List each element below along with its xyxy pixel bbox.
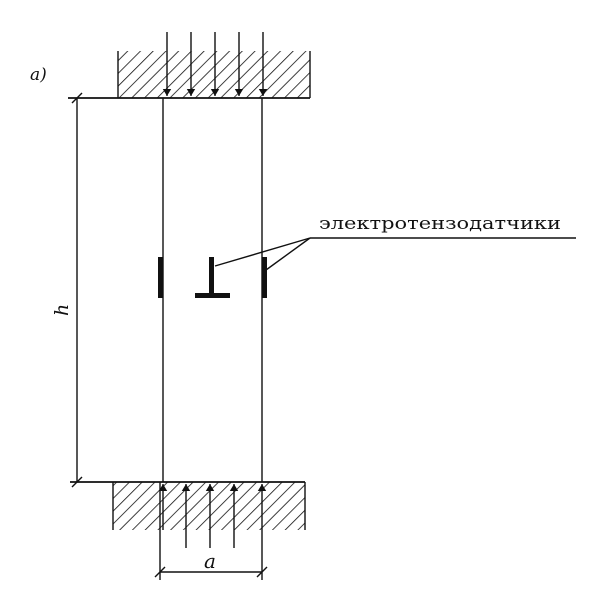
height-label: h <box>51 304 73 316</box>
gauge-leader-lines <box>214 237 576 271</box>
gauge-label: электротензодатчики <box>319 214 561 234</box>
strain-gauge-left <box>158 257 163 298</box>
width-label: a <box>204 549 216 573</box>
strain-gauge-middle <box>195 257 230 298</box>
width-dimension <box>154 482 268 580</box>
bottom-loading-plate <box>70 481 306 530</box>
height-dimension <box>71 92 83 488</box>
bottom-load-arrows <box>158 484 267 548</box>
top-load-arrows <box>162 32 268 96</box>
top-loading-plate <box>68 51 311 99</box>
strain-gauges <box>158 257 267 298</box>
strain-gauge-right <box>262 257 267 298</box>
panel-label: a) <box>30 65 47 85</box>
